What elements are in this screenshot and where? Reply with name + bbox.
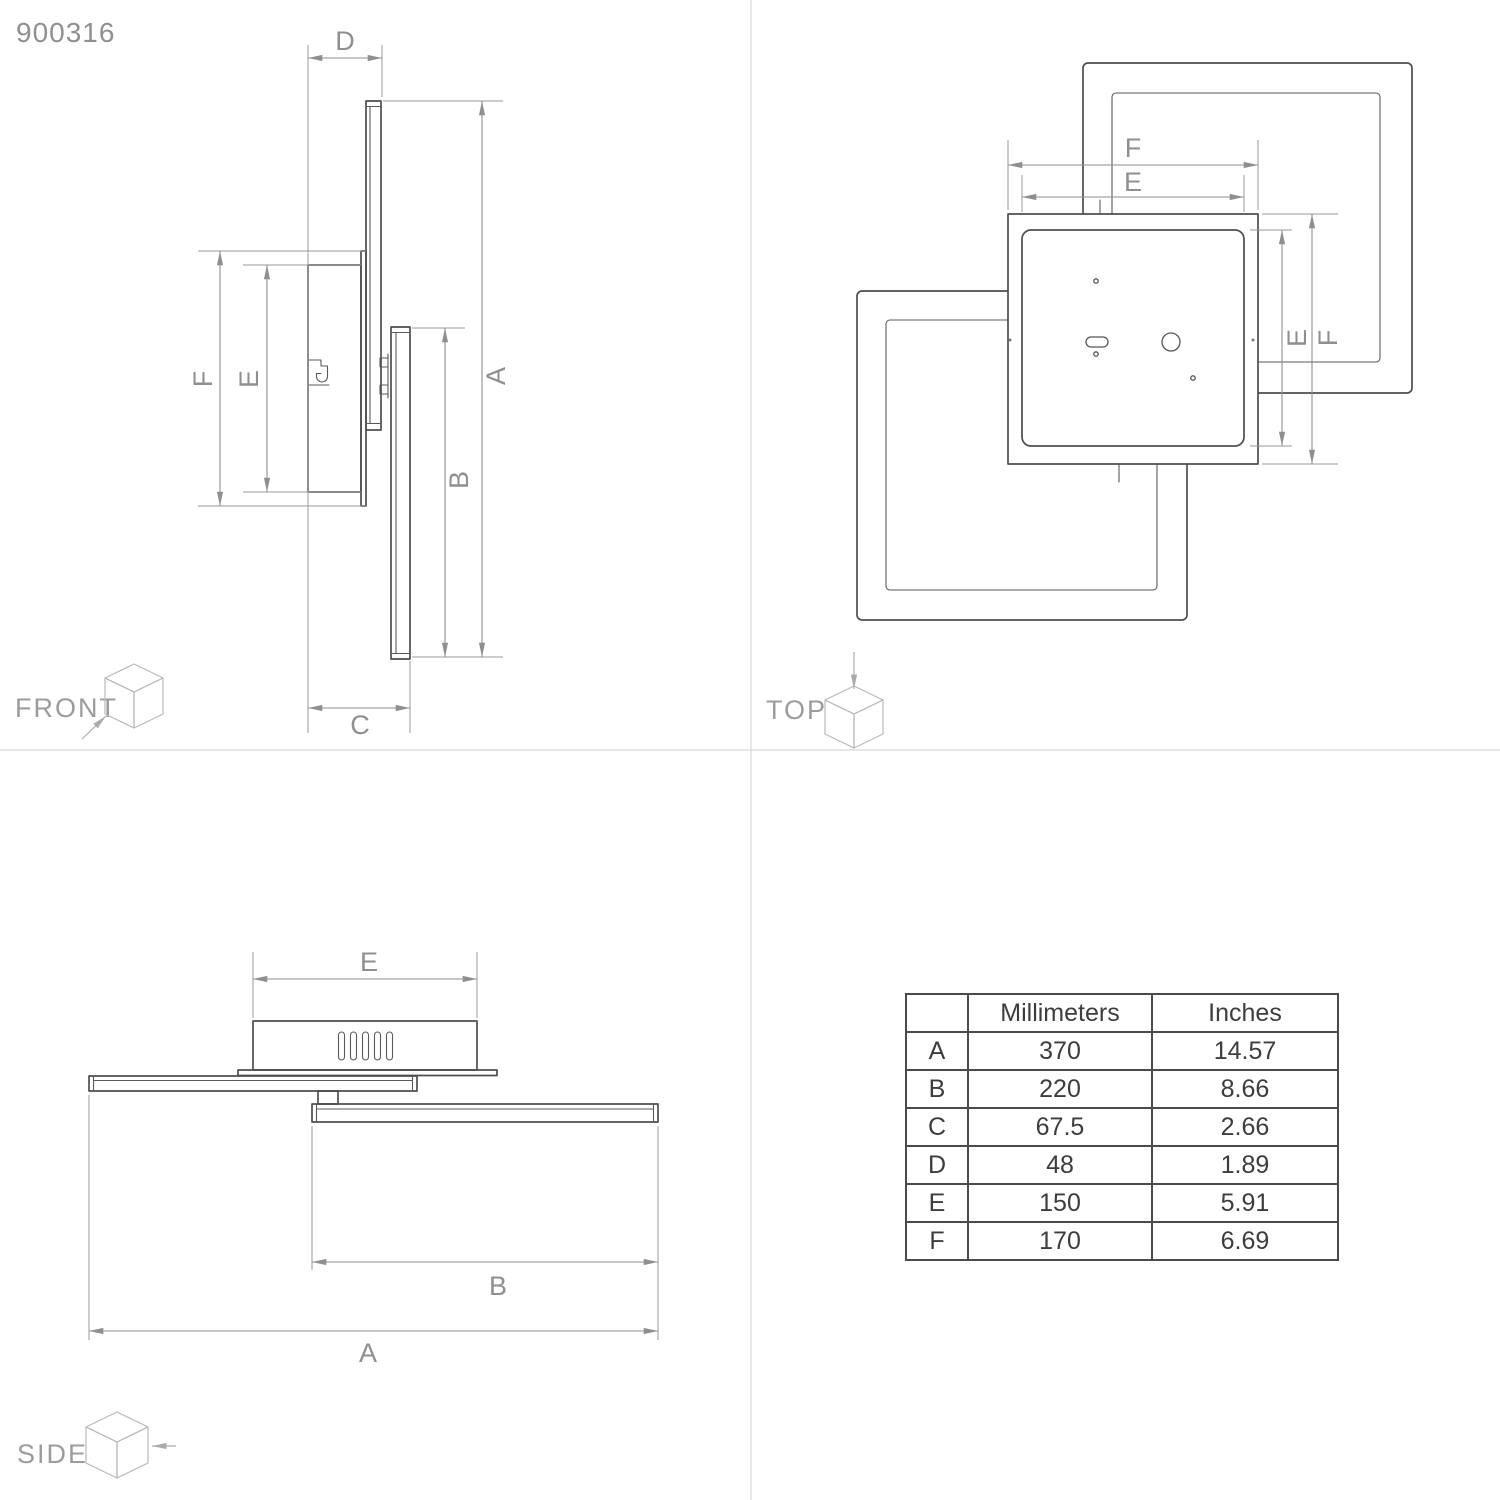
dim-label-e: E	[360, 947, 378, 977]
product-number: 900316	[16, 17, 115, 48]
cell-dim: A	[905, 1031, 969, 1071]
table-row: D 48 1.89	[905, 1145, 1339, 1185]
top-view-cube-icon	[824, 685, 884, 749]
cell-inches: 14.57	[1151, 1031, 1339, 1071]
bar-bracket	[317, 1090, 339, 1105]
canopy-plate	[1007, 213, 1259, 465]
top-view: F E E F TOP	[766, 62, 1413, 749]
side-view: E B A SIDE	[17, 947, 659, 1479]
front-view-legend: FRONT	[15, 663, 164, 740]
dim-label-a: A	[359, 1338, 377, 1368]
cell-mm: 67.5	[967, 1107, 1153, 1147]
front-view-cube-icon	[104, 663, 164, 729]
header-inches: Inches	[1151, 993, 1339, 1033]
side-view-dimensions: E B A	[88, 947, 659, 1368]
backplate-edge	[237, 1069, 498, 1077]
table-row: F 170 6.69	[905, 1221, 1339, 1261]
dim-label-f: F	[188, 371, 218, 388]
table-row: A 370 14.57	[905, 1031, 1339, 1071]
dim-label-e-width: E	[1124, 167, 1142, 197]
header-dim	[905, 993, 969, 1033]
light-bar-2	[311, 1103, 659, 1123]
light-bar-1	[88, 1075, 418, 1092]
top-view-label: TOP	[766, 695, 827, 725]
top-view-dimensions: F E E F	[1007, 133, 1343, 465]
dim-label-d: D	[335, 26, 355, 56]
side-view-cube-icon	[85, 1411, 149, 1479]
mounting-hole	[1093, 351, 1099, 357]
cell-inches: 1.89	[1151, 1145, 1339, 1185]
mounting-hole	[1093, 278, 1099, 284]
cell-mm: 370	[967, 1031, 1153, 1071]
dim-label-f-height: F	[1313, 330, 1343, 347]
cell-dim: D	[905, 1145, 969, 1185]
front-direction-arrow-icon	[81, 715, 107, 740]
table-row: C 67.5 2.66	[905, 1107, 1339, 1147]
dim-label-e: E	[234, 370, 264, 388]
cell-inches: 2.66	[1151, 1107, 1339, 1147]
mounting-hook-detail	[307, 359, 330, 386]
dim-label-a: A	[481, 367, 511, 385]
cell-mm: 48	[967, 1145, 1153, 1185]
front-view-part	[307, 100, 411, 660]
cell-inches: 8.66	[1151, 1069, 1339, 1109]
bar-bracket	[379, 353, 389, 399]
header-millimeters: Millimeters	[967, 993, 1153, 1033]
dim-label-c: C	[350, 710, 370, 740]
light-bar-2	[390, 326, 411, 660]
dimension-table: Millimeters Inches A 370 14.57 B 220 8.6…	[905, 993, 1339, 1261]
cell-mm: 150	[967, 1183, 1153, 1223]
driver-box	[252, 1020, 478, 1071]
cell-mm: 170	[967, 1221, 1153, 1261]
cell-dim: B	[905, 1069, 969, 1109]
side-view-legend: SIDE	[17, 1411, 176, 1479]
cell-dim: F	[905, 1221, 969, 1261]
top-view-legend: TOP	[766, 652, 884, 749]
cell-inches: 6.69	[1151, 1221, 1339, 1261]
vent-slots	[337, 1031, 394, 1061]
dim-label-b: B	[489, 1271, 507, 1301]
cell-dim: C	[905, 1107, 969, 1147]
table-row: E 150 5.91	[905, 1183, 1339, 1223]
side-view-part	[88, 1020, 659, 1123]
dim-label-f-width: F	[1125, 133, 1142, 163]
dim-label-b: B	[444, 471, 474, 489]
cell-mm: 220	[967, 1069, 1153, 1109]
dim-label-e-height: E	[1282, 329, 1312, 347]
mounting-slot	[1085, 336, 1109, 348]
table-header-row: Millimeters Inches	[905, 993, 1339, 1033]
front-view-dimensions: D F E A B C	[188, 26, 511, 740]
cell-inches: 5.91	[1151, 1183, 1339, 1223]
frame-connector-tabs	[1099, 199, 1120, 483]
cell-dim: E	[905, 1183, 969, 1223]
top-view-part	[856, 62, 1413, 621]
cable-hole	[1161, 332, 1181, 352]
side-view-label: SIDE	[17, 1439, 88, 1469]
front-view: D F E A B C FRONT	[15, 26, 511, 740]
mounting-hole	[1190, 375, 1196, 381]
light-bar-1	[365, 100, 382, 431]
table-row: B 220 8.66	[905, 1069, 1339, 1109]
